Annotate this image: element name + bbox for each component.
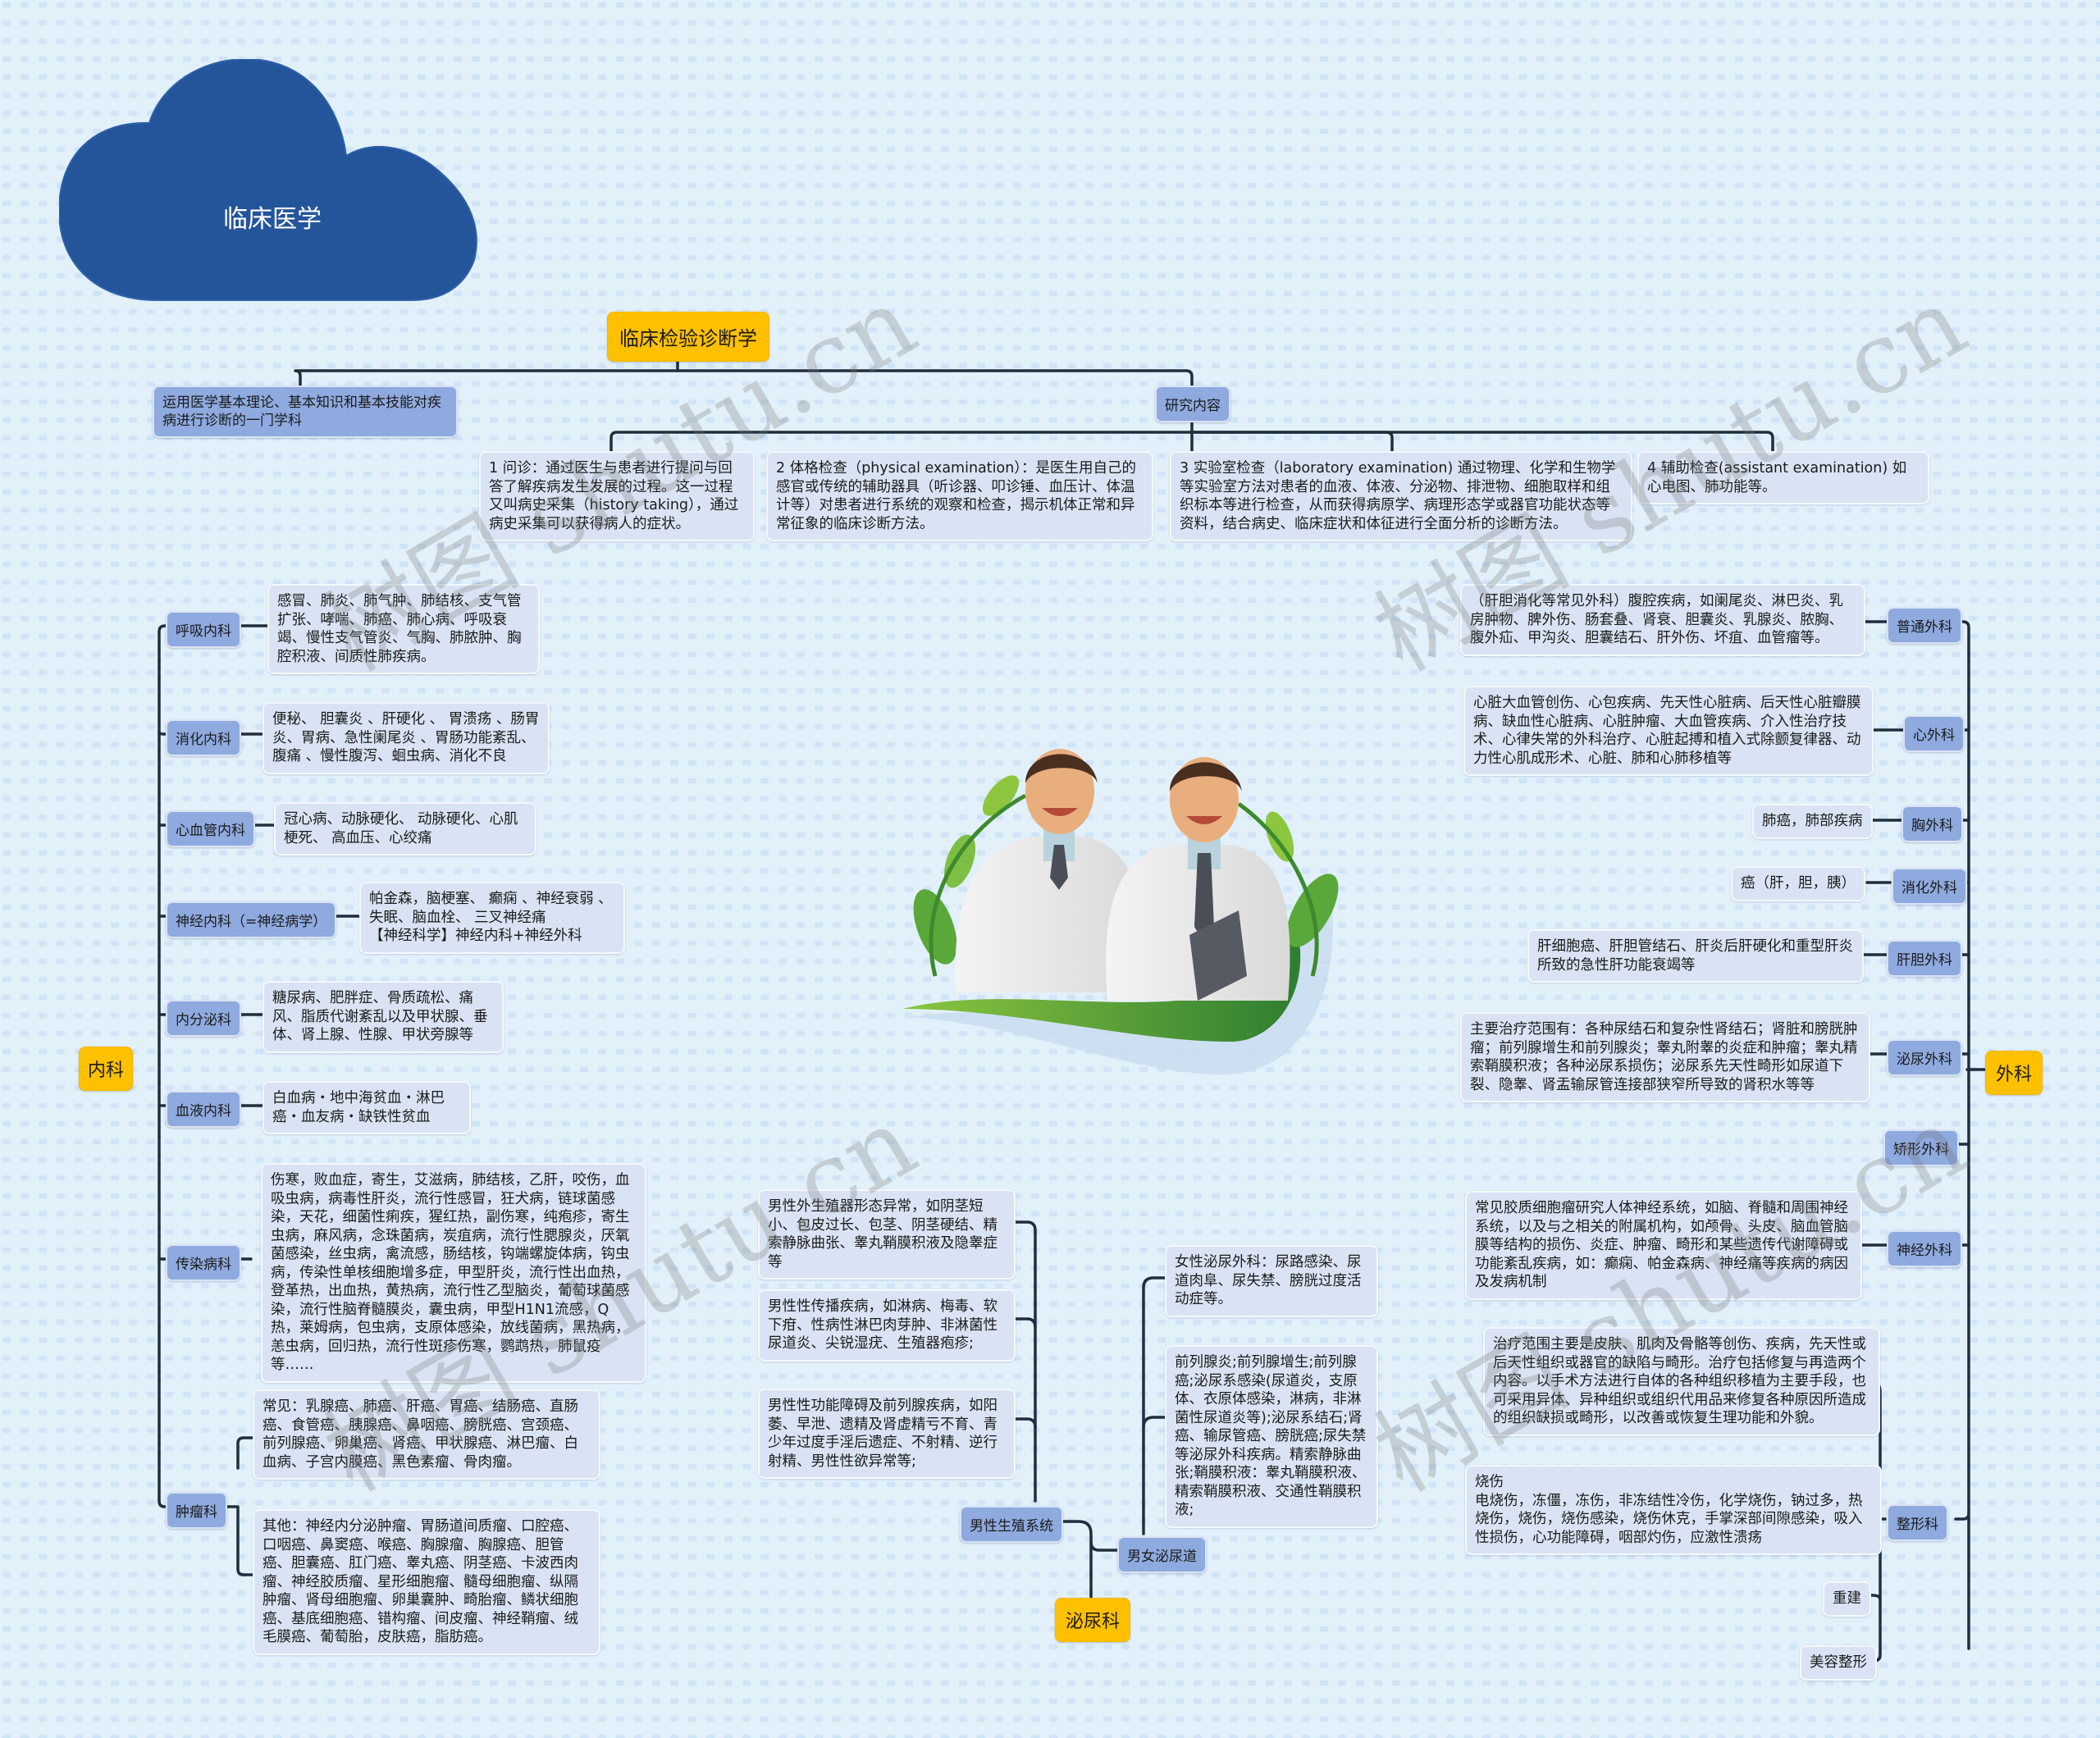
node-surgery[interactable]: 外科 xyxy=(1985,1051,2043,1095)
cloud-shape xyxy=(57,57,477,301)
urology-branch-male-reproductive[interactable]: 男性生殖系统 xyxy=(960,1506,1063,1543)
green-ribbon xyxy=(902,910,1301,1042)
internal-leaf-infectious[interactable]: 伤寒，败血症，寄生，艾滋病，肺结核，乙肝，咬伤，血吸虫病，病毒性肝炎，流行性感冒… xyxy=(261,1163,646,1383)
node-research-content[interactable]: 研究内容 xyxy=(1155,385,1230,422)
leaves xyxy=(913,775,1339,977)
internal-leaf-respiratory[interactable]: 感冒、肺炎、肺气肿、肺结核、支气管扩张、哮喘、肺癌、肺心病、呼吸衰竭、慢性支气管… xyxy=(267,584,540,674)
surgery-leaf-plastic-cosmetic[interactable]: 美容整形 xyxy=(1800,1645,1877,1681)
surgery-leaf-neuro[interactable]: 常见胶质细胞瘤研究人体神经系统，如脑、脊髓和周围神经系统，以及与之相关的附属机构… xyxy=(1465,1191,1862,1300)
internal-leaf-endocrine[interactable]: 糖尿病、肥胖症、骨质疏松、痛风、脂质代谢紊乱以及甲状腺、垂体、肾上腺、性腺、甲状… xyxy=(262,981,504,1053)
internal-branch-oncology[interactable]: 肿瘤科 xyxy=(166,1492,227,1529)
urology-leaf-urinary-female[interactable]: 女性泌尿外科：尿路感染、尿道肉阜、尿失禁、膀胱过度活动症等。 xyxy=(1165,1245,1378,1317)
doctor-right xyxy=(1106,757,1290,1001)
surgery-leaf-thoracic[interactable]: 肺癌，肺部疾病 xyxy=(1752,804,1873,839)
surgery-leaf-plastic-burns[interactable]: 烧伤 电烧伤，冻僵，冻伤，非冻结性冷伤，化学烧伤，钠过多，热烧伤，烧伤，烧伤感染… xyxy=(1465,1465,1882,1555)
node-diagnostics-definition[interactable]: 运用医学基本理论、基本知识和基本技能对疾病进行诊断的一门学科 xyxy=(153,385,458,438)
node-internal-medicine[interactable]: 内科 xyxy=(79,1047,134,1091)
urology-leaf-urinary-general[interactable]: 前列腺炎;前列腺增生;前列腺癌;泌尿系感染(尿道炎，支原体、衣原体感染，淋病，非… xyxy=(1165,1345,1378,1528)
doctors-illustration xyxy=(886,714,1362,1107)
internal-leaf-oncology-common[interactable]: 常见：乳腺癌、肺癌、肝癌、胃癌、结肠癌、直肠癌、食管癌、胰腺癌、鼻咽癌、膀胱癌、… xyxy=(253,1389,600,1480)
urology-leaf-male-1[interactable]: 男性外生殖器形态异常，如阴茎短小、包皮过长、包茎、阴茎硬结、精索静脉曲张、睾丸鞘… xyxy=(758,1189,1016,1280)
surgery-leaf-digestive[interactable]: 癌（肝，胆，胰） xyxy=(1731,866,1865,901)
urology-branch-urinary-tract[interactable]: 男女泌尿道 xyxy=(1117,1536,1207,1573)
internal-branch-endocrine[interactable]: 内分泌科 xyxy=(166,1000,241,1037)
root-node[interactable]: 临床医学 xyxy=(57,57,482,302)
surgery-branch-digestive[interactable]: 消化外科 xyxy=(1892,868,1967,905)
surgery-branch-urology[interactable]: 泌尿外科 xyxy=(1887,1039,1962,1076)
surgery-leaf-general[interactable]: （肝胆消化等常见外科）腹腔疾病，如阑尾炎、淋巴炎、乳房肿物、脾外伤、肠套叠、肾衰… xyxy=(1460,584,1865,656)
internal-branch-infectious[interactable]: 传染病科 xyxy=(166,1244,241,1281)
doctor-left xyxy=(955,749,1143,992)
surgery-leaf-plastic-reconstruction[interactable]: 重建 xyxy=(1823,1581,1871,1617)
surgery-branch-orthopedic[interactable]: 矫形外科 xyxy=(1883,1129,1959,1166)
node-diagnostics[interactable]: 临床检验诊断学 xyxy=(607,312,769,362)
internal-leaf-hematology[interactable]: 白血病・地中海贫血・淋巴癌・血友病・缺铁性贫血 xyxy=(262,1081,471,1134)
urology-leaf-male-2[interactable]: 男性性传播疾病，如淋病、梅毒、软下疳、性病性淋巴肉芽肿、非淋菌性尿道炎、尖锐湿疣… xyxy=(758,1289,1016,1362)
surgery-branch-plastic[interactable]: 整形科 xyxy=(1887,1504,1948,1541)
research-item-2[interactable]: 2 体格检查（physical examination）：是医生用自己的感官或传… xyxy=(766,451,1153,541)
surgery-leaf-cardiac[interactable]: 心脏大血管创伤、心包疾病、先天性心脏病、后天性心脏瓣膜病、缺血性心脏病、心脏肿瘤… xyxy=(1463,686,1874,776)
internal-leaf-cardio[interactable]: 冠心病、动脉硬化、 动脉硬化、心肌梗死、 高血压、心绞痛 xyxy=(274,802,536,855)
internal-branch-cardio[interactable]: 心血管内科 xyxy=(166,810,255,847)
surgery-branch-cardiac[interactable]: 心外科 xyxy=(1903,715,1965,752)
research-item-1[interactable]: 1 问诊：通过医生与患者进行提问与回答了解疾病发生发展的过程。这一过程又叫病史采… xyxy=(479,451,755,541)
internal-branch-digestive[interactable]: 消化内科 xyxy=(166,719,241,756)
surgery-branch-neuro[interactable]: 神经外科 xyxy=(1887,1230,1962,1267)
internal-leaf-oncology-other[interactable]: 其他：神经内分泌肿瘤、胃肠道间质瘤、口腔癌、口咽癌、鼻窦癌、喉癌、胸腺瘤、胸腺癌… xyxy=(253,1509,600,1655)
clipboard xyxy=(1189,910,1247,1001)
internal-branch-respiratory[interactable]: 呼吸内科 xyxy=(166,611,241,648)
internal-branch-neuro[interactable]: 神经内科（=神经病学） xyxy=(166,901,337,938)
research-item-3[interactable]: 3 实验室检查（laboratory examination) 通过物理、化学和… xyxy=(1170,451,1632,541)
node-urology[interactable]: 泌尿科 xyxy=(1055,1598,1131,1642)
urology-leaf-male-3[interactable]: 男性性功能障碍及前列腺疾病，如阳萎、早泄、遗精及肾虚精亏不育、青少年过度手淫后遗… xyxy=(758,1389,1016,1479)
surgery-leaf-hepatobiliary[interactable]: 肝细胞癌、肝胆管结石、肝炎后肝硬化和重型肝炎所致的急性肝功能衰竭等 xyxy=(1527,929,1864,983)
surgery-branch-general[interactable]: 普通外科 xyxy=(1887,607,1962,644)
internal-leaf-neuro[interactable]: 帕金森，脑梗塞、 癫痫 、神经衰弱 、失眠、脑血栓、 三叉神经痛 【神经科学】神… xyxy=(359,882,625,954)
root-title: 临床医学 xyxy=(223,205,322,234)
surgery-branch-thoracic[interactable]: 胸外科 xyxy=(1901,805,1963,842)
surgery-leaf-plastic-scope[interactable]: 治疗范围主要是皮肤、肌肉及骨骼等创伤、疾病，先天性或后天性组织或器官的缺陷与畸形… xyxy=(1483,1327,1880,1436)
surgery-leaf-urology[interactable]: 主要治疗范围有：各种尿结石和复杂性肾结石；肾脏和膀胱肿瘤；前列腺增生和前列腺炎；… xyxy=(1460,1012,1870,1102)
internal-branch-hematology[interactable]: 血液内科 xyxy=(166,1091,241,1128)
research-item-4[interactable]: 4 辅助检查(assistant examination) 如心电图、肺功能等。 xyxy=(1637,451,1929,504)
surgery-branch-hepatobiliary[interactable]: 肝胆外科 xyxy=(1887,940,1962,977)
internal-leaf-digestive[interactable]: 便秘、 胆囊炎 、肝硬化 、 胃溃疡 、肠胃炎、胃病、急性阑尾炎 、胃肠功能紊乱… xyxy=(262,702,550,774)
